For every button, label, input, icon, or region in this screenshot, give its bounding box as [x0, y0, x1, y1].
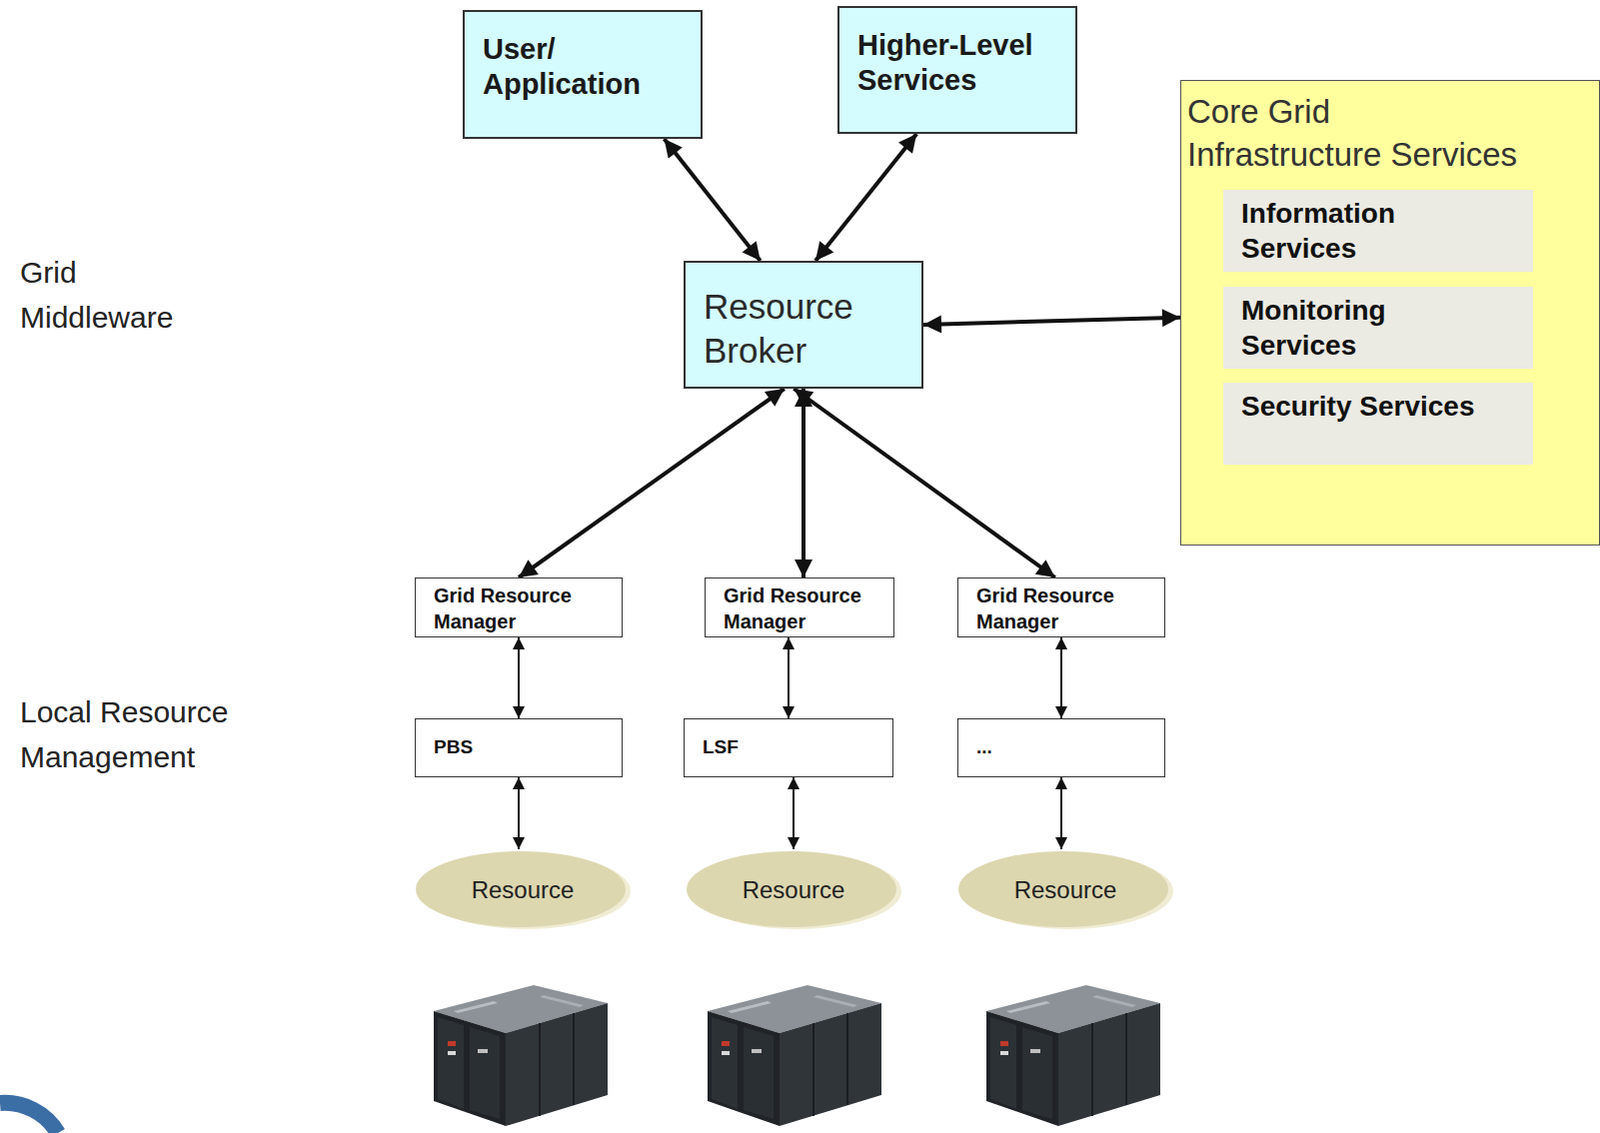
ellipse-fill [958, 851, 1169, 928]
node-text: Security Services [1241, 388, 1494, 424]
resource-ellipse: Resource [957, 849, 1174, 932]
node-text: Grid Resource Manager [976, 582, 1157, 635]
manager-box: Grid Resource Manager [704, 577, 895, 638]
ellipse-fill [415, 851, 626, 928]
node-text: Resource [471, 876, 575, 905]
ellipse-fill [686, 851, 897, 928]
server-rack [707, 985, 882, 1127]
manager-box: Grid Resource Manager [957, 577, 1166, 638]
corner-logo-arc [0, 1103, 58, 1133]
layer-label: Grid Middleware [19, 249, 220, 340]
resource-ellipse: Resource [685, 849, 902, 932]
node-text: Core Grid Infrastructure Services [1187, 90, 1528, 177]
server-rack [986, 985, 1161, 1127]
manager-box: Grid Resource Manager [414, 577, 623, 638]
connector-arrow [801, 388, 806, 578]
connector-arrow [518, 388, 785, 578]
connector-arrow [793, 388, 1055, 578]
server-rack [433, 985, 608, 1127]
service-item: Security Services [1223, 382, 1534, 465]
service-item: Information Services [1223, 189, 1534, 272]
connector-arrow [1060, 637, 1063, 719]
node-text: Grid Resource Manager [723, 582, 886, 635]
scheduler-box: LSF [683, 718, 894, 778]
scheduler-box: ... [957, 718, 1166, 778]
connector-arrow [664, 138, 761, 261]
service-box: Higher-Level Services [837, 5, 1078, 134]
connector-arrow [517, 777, 520, 850]
scheduler-box: PBS [414, 718, 623, 778]
application-box: User/ Application [462, 9, 703, 139]
connector-arrow [792, 777, 795, 850]
connector-arrow [787, 637, 790, 719]
connector-arrow [815, 133, 917, 261]
node-text: Resource [742, 876, 846, 905]
node-text: Grid Resource Manager [433, 582, 614, 635]
connector-arrow [1060, 777, 1063, 850]
layer-label: Local Resource Management [19, 689, 280, 780]
node-text: ... [976, 735, 993, 761]
node-text: Resource Broker [703, 284, 910, 373]
service-item: Monitoring Services [1223, 286, 1534, 369]
node-text: Monitoring Services [1241, 292, 1494, 363]
node-text: PBS [433, 735, 473, 761]
node-text: Resource [1014, 876, 1118, 905]
connector-arrow [517, 637, 520, 719]
node-text: User/ Application [482, 31, 689, 103]
services-panel: Core Grid Infrastructure ServicesInforma… [1180, 79, 1600, 546]
connector-arrow [923, 317, 1181, 325]
node-text: Information Services [1241, 195, 1494, 266]
resource-ellipse: Resource [414, 849, 631, 932]
node-text: LSF [702, 735, 739, 761]
broker-box: Resource Broker [683, 260, 924, 389]
node-text: Higher-Level Services [857, 27, 1064, 99]
